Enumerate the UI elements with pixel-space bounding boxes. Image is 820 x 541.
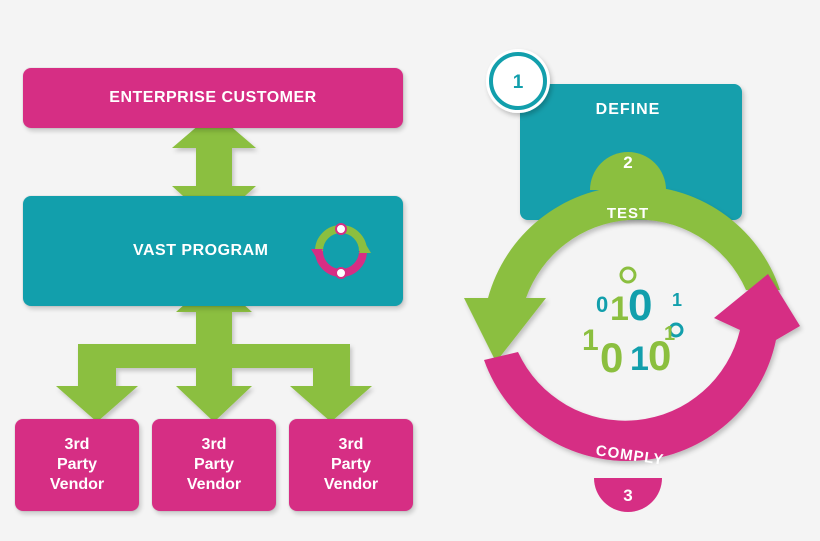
svg-text:0: 0 (596, 292, 608, 317)
vendor-box-3: 3rd Party Vendor (289, 419, 413, 511)
enterprise-customer-label: ENTERPRISE CUSTOMER (109, 89, 317, 106)
branch-arrows-to-vendors (56, 278, 372, 422)
test-label: TEST (607, 205, 649, 222)
vast-program-label: VAST PROGRAM (133, 242, 269, 259)
vendor-box-2: 3rd Party Vendor (152, 419, 276, 511)
svg-text:1: 1 (630, 340, 649, 378)
vendor-3-line3: Vendor (323, 476, 379, 493)
svg-text:1: 1 (582, 324, 599, 357)
svg-text:1: 1 (664, 323, 675, 345)
define-label: DEFINE (596, 101, 661, 118)
test-arc (464, 185, 780, 362)
vendor-3-line2: Party (330, 456, 372, 473)
svg-text:0: 0 (648, 332, 671, 379)
vendor-1-line2: Party (56, 456, 98, 473)
vendor-box-1: 3rd Party Vendor (15, 419, 139, 511)
step1-number: 1 (513, 72, 524, 93)
vendor-2-line3: Vendor (186, 476, 242, 493)
cycle-icon (311, 223, 371, 279)
binary-icon: 0 1 0 1 1 0 1 0 1 (582, 266, 684, 381)
define-panel (520, 84, 742, 220)
step3-bump (594, 478, 662, 512)
vendor-1-line3: Vendor (49, 476, 105, 493)
svg-text:0: 0 (600, 334, 623, 381)
comply-arc (484, 274, 800, 462)
step2-number: 2 (623, 153, 632, 172)
step2-bump (590, 152, 666, 190)
vast-program-box: VAST PROGRAM (23, 196, 403, 306)
vendor-2-line2: Party (193, 456, 235, 473)
step1-circle (486, 49, 550, 113)
vendor-2-line1: 3rd (201, 436, 227, 453)
enterprise-customer-box: ENTERPRISE CUSTOMER (23, 68, 403, 128)
svg-text:1: 1 (610, 290, 629, 328)
vendor-1-line1: 3rd (64, 436, 90, 453)
svg-text:0: 0 (628, 281, 652, 330)
svg-text:1: 1 (672, 290, 682, 310)
step3-number: 3 (623, 486, 632, 505)
vendor-3-line1: 3rd (338, 436, 364, 453)
